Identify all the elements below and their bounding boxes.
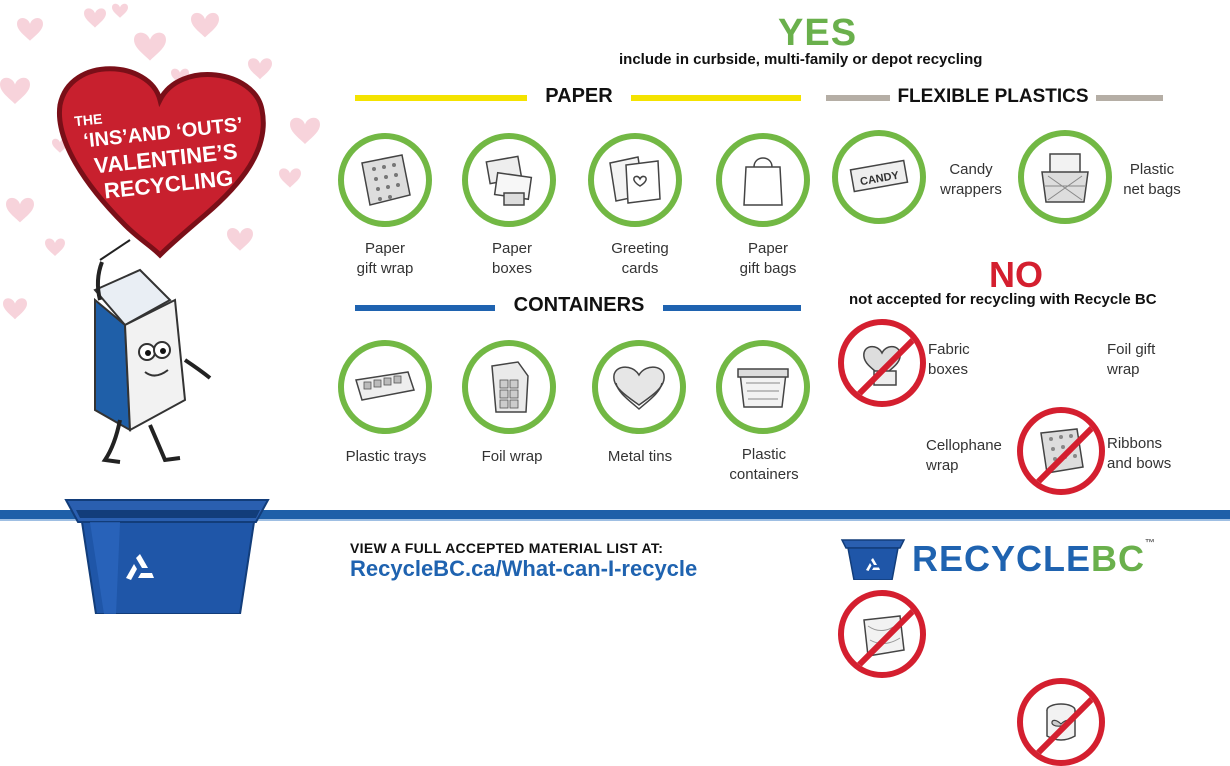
plastic-containers-label-2: containers: [729, 466, 799, 483]
plastic-tray-icon: [355, 371, 415, 401]
ribbons-circle: [1017, 678, 1105, 766]
no-heading: NO: [989, 254, 1043, 295]
paper-boxes-label-2: boxes: [491, 260, 533, 277]
foil-wrap-icon: [491, 361, 529, 413]
fabric-boxes-circle: [838, 319, 926, 407]
foil-wrap-label: Foil wrap: [481, 448, 543, 465]
cellophane-label-1: Cellophane: [926, 437, 1002, 454]
logo-bc-text: BC: [1091, 538, 1146, 579]
paper-boxes-circle: [462, 133, 556, 227]
foil-gift-wrap-icon: [1040, 428, 1084, 474]
plastic-containers-circle: [716, 340, 810, 434]
candy-wrappers-label-2: wrappers: [940, 181, 1002, 198]
containers-title: CONTAINERS: [513, 294, 645, 316]
paper-boxes-icon: [485, 155, 533, 206]
valentine-heart-balloon: [56, 66, 266, 464]
no-subheading: not accepted for recycling with Recycle …: [849, 291, 1157, 308]
milk-carton-character: [93, 261, 212, 464]
fabric-box-icon: [863, 345, 901, 386]
logo-bin-icon: [840, 539, 906, 580]
fabric-boxes-label-2: boxes: [928, 361, 969, 378]
foil-gift-wrap-label-1: Foil gift: [1107, 341, 1156, 358]
flexible-title: FLEXIBLE PLASTICS: [897, 86, 1089, 107]
paper-divider-left: [355, 95, 527, 101]
yes-subheading: include in curbside, multi-family or dep…: [619, 51, 983, 68]
paper-gift-wrap-label-2: gift wrap: [356, 260, 414, 277]
foil-wrap-circle: [462, 340, 556, 434]
greeting-cards-label-1: Greeting: [611, 240, 669, 257]
paper-gift-wrap-circle: [338, 133, 432, 227]
ribbons-label-2: and bows: [1107, 455, 1172, 472]
plastic-container-icon: [737, 368, 789, 408]
gift-bag-icon: [743, 157, 783, 206]
ribbons-label-1: Ribbons: [1107, 435, 1163, 452]
metal-tins-circle: [592, 340, 686, 434]
net-bag-icon: [1041, 153, 1089, 203]
recycle-bc-logo: RECYCLEBC™: [912, 538, 1156, 580]
paper-divider-right: [631, 95, 801, 101]
ribbon-icon: [1046, 703, 1076, 741]
greeting-cards-circle: [588, 133, 682, 227]
fabric-boxes-label-1: Fabric: [928, 341, 970, 358]
greeting-cards-icon: [609, 156, 661, 204]
metal-tins-label: Metal tins: [607, 448, 673, 465]
plastic-trays-circle: [338, 340, 432, 434]
footer-divider: [0, 510, 1230, 519]
candy-wrappers-label-1: Candy: [949, 161, 993, 178]
metal-tin-icon: [613, 366, 665, 411]
paper-gift-bags-label-2: gift bags: [739, 260, 797, 277]
foil-gift-wrap-circle: [1017, 407, 1105, 495]
flexible-divider-left: [826, 95, 890, 101]
cellophane-icon: [863, 615, 905, 657]
recycle-symbol-icon: [126, 554, 154, 580]
net-bags-label-2: net bags: [1123, 181, 1181, 198]
containers-divider-right: [663, 305, 801, 311]
paper-gift-wrap-label-1: Paper: [364, 240, 406, 257]
paper-title: PAPER: [545, 85, 613, 107]
net-bags-circle: [1018, 130, 1112, 224]
gift-wrap-icon: [361, 154, 411, 206]
flexible-divider-right: [1096, 95, 1163, 101]
cellophane-circle: [838, 590, 926, 678]
foil-gift-wrap-label-2: wrap: [1107, 361, 1140, 378]
containers-divider-left: [355, 305, 495, 311]
plastic-trays-label: Plastic trays: [345, 448, 427, 465]
greeting-cards-label-2: cards: [621, 260, 659, 277]
view-list-text: VIEW A FULL ACCEPTED MATERIAL LIST AT:: [350, 540, 664, 556]
plastic-containers-label-1: Plastic: [741, 446, 787, 463]
paper-gift-bags-circle: [716, 133, 810, 227]
net-bags-label-1: Plastic: [1129, 161, 1175, 178]
cellophane-label-2: wrap: [926, 457, 959, 474]
yes-heading: YES: [778, 12, 858, 54]
paper-boxes-label-1: Paper: [491, 240, 533, 257]
paper-gift-bags-label-1: Paper: [747, 240, 789, 257]
logo-tm-text: ™: [1145, 538, 1157, 549]
logo-recycle-text: RECYCLE: [912, 538, 1092, 579]
footer-divider-light: [0, 519, 1230, 521]
candy-wrapper-icon: CANDY: [849, 159, 909, 193]
recycle-bc-link[interactable]: RecycleBC.ca/What-can-I-recycle: [350, 556, 698, 581]
candy-wrappers-circle: CANDY: [832, 130, 926, 224]
recycling-bin-image: [64, 499, 270, 614]
